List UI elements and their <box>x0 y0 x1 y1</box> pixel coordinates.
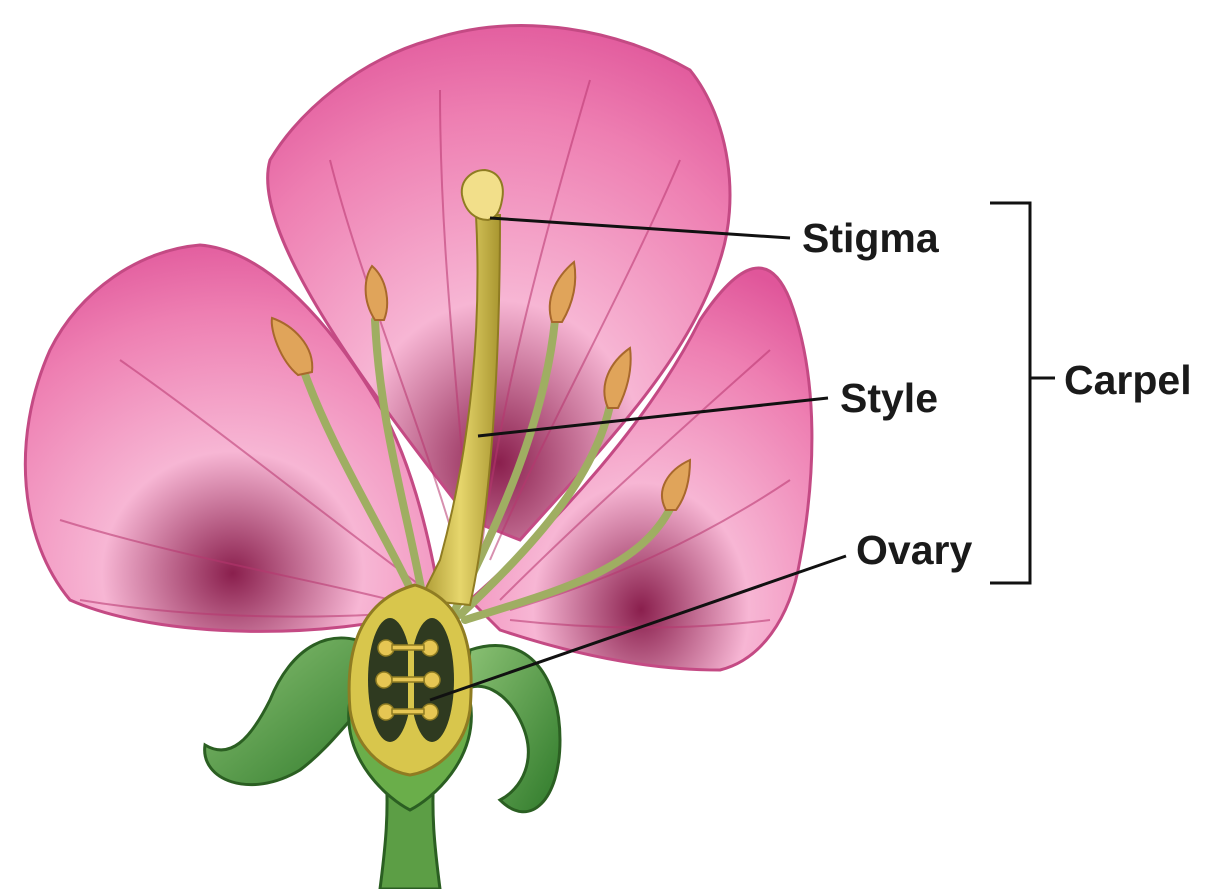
carpel-label: Carpel <box>1064 357 1192 403</box>
stigma-label: Stigma <box>802 215 940 261</box>
style-label: Style <box>840 375 938 421</box>
carpel-bracket <box>990 203 1030 583</box>
ovary-label: Ovary <box>856 527 972 573</box>
